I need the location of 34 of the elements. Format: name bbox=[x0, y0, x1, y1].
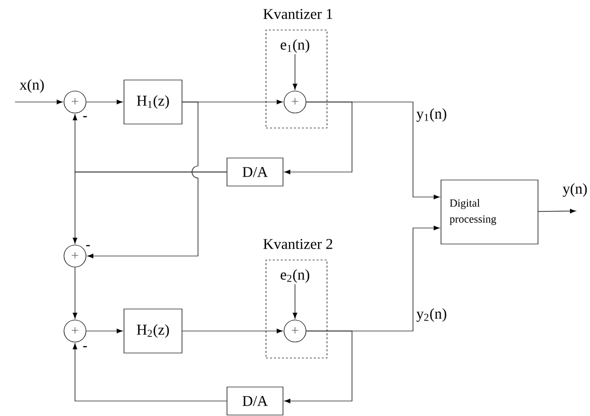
block-box: H$_{2}$(z) bbox=[124, 308, 182, 354]
minus-sign: - bbox=[86, 245, 90, 246]
signal-label: x(n) bbox=[20, 79, 44, 93]
signal-label: e$_{1}$(n) bbox=[280, 39, 310, 53]
signal-label: y(n) bbox=[562, 183, 587, 197]
arrow bbox=[284, 102, 352, 174]
arrow bbox=[86, 328, 123, 334]
arrow bbox=[182, 328, 283, 334]
arrow bbox=[72, 343, 227, 402]
arrow bbox=[72, 267, 78, 319]
block-box: H$_{1}$(z) bbox=[124, 80, 182, 124]
arrow bbox=[72, 172, 227, 244]
summing-junction: + bbox=[64, 90, 86, 114]
arrow bbox=[538, 208, 576, 214]
summing-junction: + bbox=[284, 90, 306, 114]
arrow bbox=[292, 54, 298, 90]
block-box: D/A bbox=[226, 386, 284, 416]
arrow bbox=[87, 102, 198, 258]
block-box: D/A bbox=[226, 158, 284, 186]
summing-junction: + bbox=[64, 320, 86, 342]
arrow bbox=[292, 284, 298, 319]
minus-sign: - bbox=[83, 116, 87, 118]
signal-label: y$_{2}$(n) bbox=[416, 308, 446, 322]
summing-junction: + bbox=[64, 244, 86, 268]
quantizer-label: Kvantizer 1 bbox=[263, 8, 332, 19]
quantizer-label: Kvantizer 2 bbox=[263, 238, 332, 250]
signal-label: e$_{2}$(n) bbox=[280, 269, 310, 283]
block-box: Digital processing bbox=[440, 180, 538, 244]
minus-sign: - bbox=[83, 346, 87, 348]
arrow bbox=[86, 100, 123, 104]
summing-junction: + bbox=[284, 320, 306, 342]
arrow bbox=[14, 100, 63, 104]
arrow bbox=[284, 330, 352, 404]
signal-label: y$_{1}$(n) bbox=[416, 108, 446, 122]
